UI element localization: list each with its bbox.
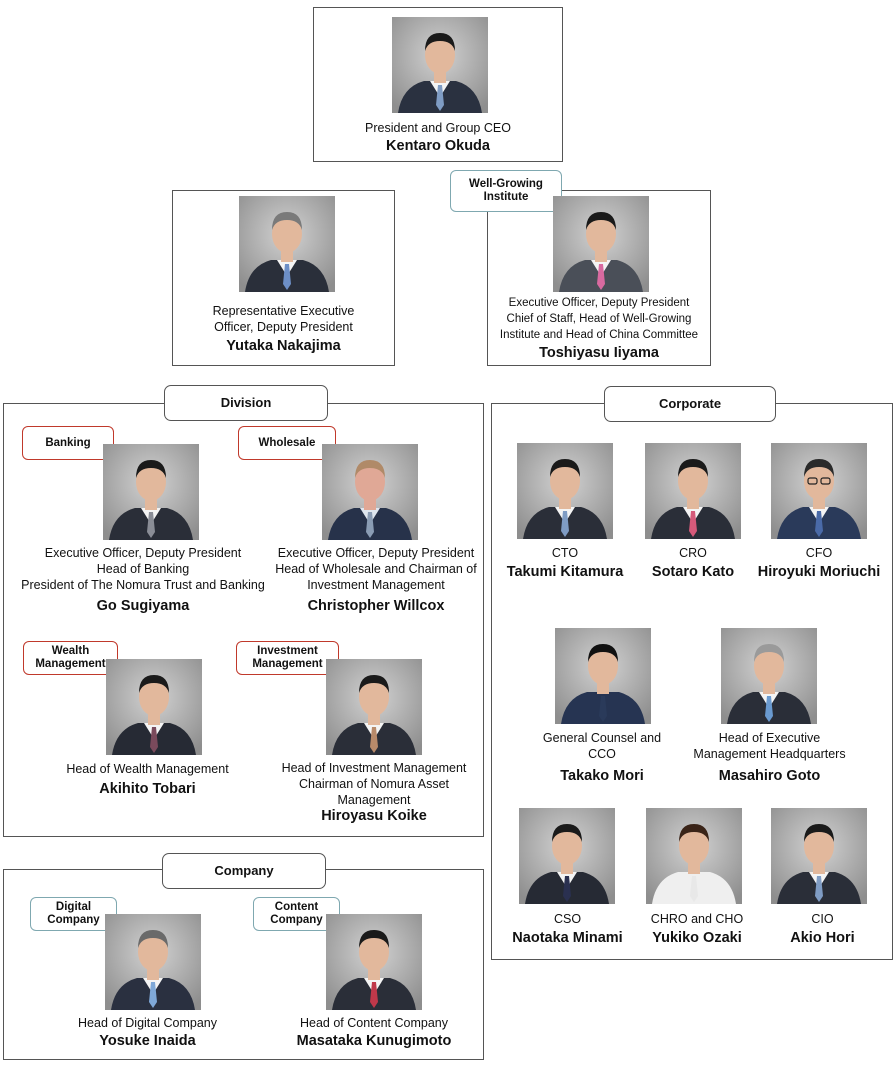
portrait-ozaki — [646, 808, 742, 904]
title-hori: CIO — [811, 912, 834, 926]
portrait-koike — [326, 659, 422, 755]
portrait-minami — [519, 808, 615, 904]
title-moriuchi: CFO — [805, 546, 833, 560]
title-kato: CRO — [679, 546, 707, 560]
photo-moriuchi — [771, 443, 867, 539]
portrait-hori — [771, 808, 867, 904]
photo-minami — [519, 808, 615, 904]
name-willcox: Christopher Willcox — [307, 598, 445, 614]
name-minami: Naotaka Minami — [512, 930, 623, 946]
photo-kato — [645, 443, 741, 539]
photo-goto — [721, 628, 817, 724]
photo-willcox — [322, 444, 418, 540]
title-okuda: President and Group CEO — [365, 121, 511, 135]
title-kitamura: CTO — [551, 546, 579, 560]
photo-sugiyama — [103, 444, 199, 540]
name-hori: Akio Hori — [790, 930, 855, 946]
portrait-nakajima — [239, 196, 335, 292]
portrait-kato — [645, 443, 741, 539]
name-inaida: Yosuke Inaida — [99, 1033, 196, 1049]
name-goto: Masahiro Goto — [718, 768, 821, 784]
name-koike: Hiroyasu Koike — [321, 808, 427, 824]
title-kunugimoto: Head of Content Company — [299, 1016, 448, 1030]
photo-kitamura — [517, 443, 613, 539]
corporate-header: Corporate — [604, 386, 776, 422]
photo-mori — [555, 628, 651, 724]
photo-okuda — [392, 17, 488, 113]
name-okuda: Kentaro Okuda — [386, 138, 490, 154]
name-sugiyama: Go Sugiyama — [96, 598, 190, 614]
portrait-okuda — [392, 17, 488, 113]
photo-inaida — [105, 914, 201, 1010]
portrait-kitamura — [517, 443, 613, 539]
photo-hori — [771, 808, 867, 904]
name-moriuchi: Hiroyuki Moriuchi — [757, 564, 881, 580]
photo-iiyama — [553, 196, 649, 292]
photo-kunugimoto — [326, 914, 422, 1010]
photo-koike — [326, 659, 422, 755]
photo-tobari — [106, 659, 202, 755]
name-tobari: Akihito Tobari — [99, 781, 196, 797]
portrait-iiyama — [553, 196, 649, 292]
name-ozaki: Yukiko Ozaki — [652, 930, 742, 946]
portrait-sugiyama — [103, 444, 199, 540]
portrait-goto — [721, 628, 817, 724]
portrait-willcox — [322, 444, 418, 540]
title-inaida: Head of Digital Company — [78, 1016, 217, 1030]
title-minami: CSO — [553, 912, 582, 926]
portrait-inaida — [105, 914, 201, 1010]
portrait-moriuchi — [771, 443, 867, 539]
portrait-tobari — [106, 659, 202, 755]
photo-ozaki — [646, 808, 742, 904]
portrait-kunugimoto — [326, 914, 422, 1010]
name-nakajima: Yutaka Nakajima — [226, 338, 341, 354]
name-kunugimoto: Masataka Kunugimoto — [296, 1033, 452, 1049]
wholesale-tag: Wholesale — [238, 426, 336, 460]
name-kitamura: Takumi Kitamura — [506, 564, 624, 580]
name-kato: Sotaro Kato — [651, 564, 735, 580]
banking-tag: Banking — [22, 426, 114, 460]
photo-nakajima — [239, 196, 335, 292]
division-header: Division — [164, 385, 328, 421]
name-mori: Takako Mori — [560, 768, 644, 784]
portrait-mori — [555, 628, 651, 724]
company-header: Company — [162, 853, 326, 889]
name-iiyama: Toshiyasu Iiyama — [539, 345, 659, 361]
title-tobari: Head of Wealth Management — [66, 762, 229, 776]
title-ozaki: CHRO and CHO — [650, 912, 744, 926]
